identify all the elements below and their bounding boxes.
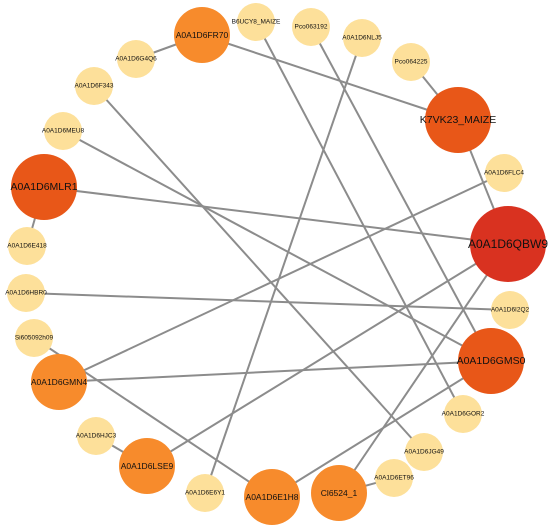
network-node[interactable]: Pco064225 bbox=[392, 43, 430, 81]
network-node[interactable]: A0A1D6FLC4 bbox=[484, 154, 524, 192]
network-node[interactable]: A0A1D6GOR2 bbox=[442, 395, 485, 433]
edge-n11-n12 bbox=[43, 186, 509, 245]
node-circle[interactable] bbox=[425, 87, 491, 153]
node-circle[interactable] bbox=[458, 328, 524, 394]
edge-n25-n17 bbox=[271, 360, 492, 498]
node-label: A0A1D6E6Y1 bbox=[185, 490, 225, 497]
network-node[interactable]: A0A1D6ET96 bbox=[374, 459, 414, 497]
edge-n03-n17 bbox=[310, 26, 492, 362]
network-node[interactable]: A0A1D6E6Y1 bbox=[185, 474, 225, 512]
node-circle[interactable] bbox=[485, 154, 523, 192]
node-label: B6UCY8_MAIZE bbox=[232, 19, 281, 26]
node-circle[interactable] bbox=[491, 291, 529, 329]
edge-n12-n26 bbox=[338, 243, 509, 494]
edge-n12-n22 bbox=[146, 243, 509, 467]
network-node[interactable]: Pco063192 bbox=[292, 8, 330, 46]
node-label: Si605092h09 bbox=[15, 335, 54, 342]
node-label: A0A1D6QBW9 bbox=[468, 237, 548, 251]
node-label: A0A1D6MLR1 bbox=[10, 181, 77, 193]
network-node[interactable]: A0A1D6LSE9 bbox=[119, 438, 175, 494]
node-label: Pco063192 bbox=[295, 24, 328, 31]
node-label: Pco064225 bbox=[395, 59, 428, 66]
node-circle[interactable] bbox=[44, 112, 82, 150]
node-label: A0A1D6I2Q2 bbox=[491, 307, 530, 314]
node-label: Cl6524_1 bbox=[321, 488, 358, 498]
network-node[interactable]: A0A1D6MEU8 bbox=[42, 112, 85, 150]
node-circle[interactable] bbox=[405, 433, 443, 471]
edge-n02-n19 bbox=[255, 21, 464, 415]
node-label: A0A1D6NLJ5 bbox=[342, 35, 382, 42]
node-label: A0A1D6ET96 bbox=[374, 475, 414, 482]
node-circle[interactable] bbox=[375, 459, 413, 497]
network-node[interactable]: A0A1D6GMN4 bbox=[31, 354, 87, 410]
node-circle[interactable] bbox=[392, 43, 430, 81]
edge-n14-n15 bbox=[25, 292, 511, 311]
node-label: A0A1D6GMN4 bbox=[31, 377, 87, 387]
node-circle[interactable] bbox=[444, 395, 482, 433]
node-circle[interactable] bbox=[8, 227, 46, 265]
network-node[interactable]: A0A1D6NLJ5 bbox=[342, 19, 382, 57]
network-node[interactable]: A0A1D6GMS0 bbox=[457, 328, 526, 394]
edge-n01-n08 bbox=[201, 34, 459, 121]
edge-n09-n17 bbox=[62, 130, 492, 362]
network-node[interactable]: A0A1D6HBR0 bbox=[5, 274, 47, 312]
network-node[interactable]: A0A1D6FR70 bbox=[174, 7, 230, 63]
node-circle[interactable] bbox=[470, 206, 546, 282]
edge-n10-n18 bbox=[58, 172, 505, 383]
node-label: A0A1D6GMS0 bbox=[457, 355, 526, 367]
node-circle[interactable] bbox=[244, 469, 300, 525]
node-label: A0A1D6E1H8 bbox=[246, 492, 299, 502]
node-label: A0A1D6G4Q6 bbox=[115, 56, 157, 63]
node-circle[interactable] bbox=[7, 274, 45, 312]
node-label: A0A1D6FLC4 bbox=[484, 170, 524, 177]
node-label: A0A1D6HJC3 bbox=[76, 433, 117, 440]
network-node[interactable]: B6UCY8_MAIZE bbox=[232, 3, 281, 41]
node-label: A0A1D6JG49 bbox=[404, 449, 444, 456]
node-circle[interactable] bbox=[117, 40, 155, 78]
node-circle[interactable] bbox=[11, 154, 77, 220]
node-label: A0A1D6F343 bbox=[74, 83, 113, 90]
network-node[interactable]: A0A1D6E418 bbox=[7, 227, 47, 265]
node-circle[interactable] bbox=[119, 438, 175, 494]
node-circle[interactable] bbox=[237, 3, 275, 41]
edge-n18-n17 bbox=[58, 360, 492, 383]
node-circle[interactable] bbox=[15, 319, 53, 357]
edge-n04-n24 bbox=[204, 37, 363, 494]
network-node[interactable]: Cl6524_1 bbox=[311, 465, 367, 521]
node-circle[interactable] bbox=[343, 19, 381, 57]
node-label: A0A1D6HBR0 bbox=[5, 290, 47, 297]
network-node[interactable]: K7VK23_MAIZE bbox=[420, 87, 496, 153]
network-node[interactable]: A0A1D6F343 bbox=[74, 67, 114, 105]
node-label: K7VK23_MAIZE bbox=[420, 114, 496, 126]
network-node[interactable]: Si605092h09 bbox=[15, 319, 54, 357]
network-node[interactable]: A0A1D6I2Q2 bbox=[491, 291, 530, 329]
network-node[interactable]: A0A1D6HJC3 bbox=[76, 417, 117, 455]
node-label: A0A1D6MEU8 bbox=[42, 128, 85, 135]
network-node[interactable]: A0A1D6QBW9 bbox=[468, 206, 548, 282]
node-label: A0A1D6GOR2 bbox=[442, 411, 485, 418]
node-circle[interactable] bbox=[311, 465, 367, 521]
node-circle[interactable] bbox=[186, 474, 224, 512]
network-node[interactable]: A0A1D6G4Q6 bbox=[115, 40, 157, 78]
network-node[interactable]: A0A1D6MLR1 bbox=[10, 154, 78, 220]
network-node[interactable]: A0A1D6E1H8 bbox=[244, 469, 300, 525]
node-label: A0A1D6E418 bbox=[7, 243, 47, 250]
node-circle[interactable] bbox=[31, 354, 87, 410]
edge-n07-n21 bbox=[93, 85, 425, 453]
node-label: A0A1D6LSE9 bbox=[121, 461, 174, 471]
node-circle[interactable] bbox=[174, 7, 230, 63]
network-node[interactable]: A0A1D6JG49 bbox=[404, 433, 444, 471]
node-circle[interactable] bbox=[77, 417, 115, 455]
node-label: A0A1D6FR70 bbox=[176, 30, 229, 40]
node-circle[interactable] bbox=[292, 8, 330, 46]
node-circle[interactable] bbox=[75, 67, 113, 105]
